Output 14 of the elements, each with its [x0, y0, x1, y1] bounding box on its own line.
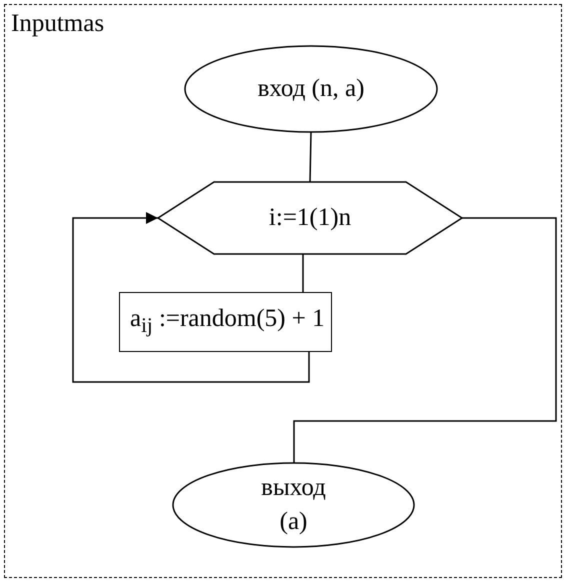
terminal-ellipse — [173, 463, 414, 547]
node-text: i:=1(1)n — [268, 203, 352, 233]
node-text: вход (n, a) — [256, 74, 366, 104]
connector-line — [72, 212, 310, 383]
node-text: выход (a) — [260, 473, 327, 537]
connector-line — [302, 254, 304, 292]
connector-line — [293, 217, 557, 463]
process-box — [119, 292, 332, 352]
loop-hexagon — [158, 182, 462, 254]
terminal-ellipse — [185, 46, 437, 132]
connector-line — [309, 132, 312, 182]
dashed-frame — [4, 4, 562, 578]
frame-label: Inputmas — [11, 9, 104, 39]
node-text: a$_{ij}$ :=random(5) + 1 — [130, 304, 325, 339]
